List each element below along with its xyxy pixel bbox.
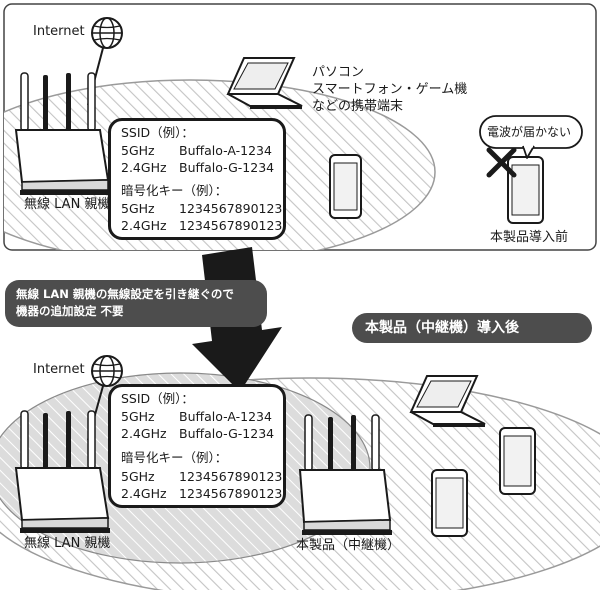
ssid-value: Buffalo-G-1234: [179, 426, 275, 441]
extender-label: 本製品（中継機）: [296, 538, 401, 553]
band-label: 5GHz: [121, 143, 155, 158]
globe-icon: [91, 17, 123, 49]
key-heading: 暗号化キー（例）：: [121, 183, 228, 198]
smartphone-icon: [431, 469, 468, 537]
band-label: 5GHz: [121, 201, 155, 216]
band-label: 2.4GHz: [121, 160, 167, 175]
key-value: 1234567890123: [179, 218, 283, 233]
before-wifi-config-box: SSID（例）： 5GHz Buffalo-A-1234 2.4GHz Buffal…: [108, 118, 286, 240]
key-value: 1234567890123: [179, 486, 283, 501]
transition-note-line: 無線 LAN 親機の無線設定を引き継ぐので: [16, 287, 234, 301]
smartphone-icon: [507, 156, 544, 224]
internet-label: Internet: [33, 362, 85, 377]
band-label: 2.4GHz: [121, 486, 167, 501]
ssid-row: 5GHz Buffalo-A-1234: [121, 143, 272, 159]
key-row: 2.4GHz 1234567890123: [121, 218, 282, 234]
globe-icon: [91, 355, 123, 387]
ssid-row: 2.4GHz Buffalo-G-1234: [121, 160, 274, 176]
device-label-line: などの携帯端末: [312, 99, 404, 114]
ssid-value: Buffalo-A-1234: [179, 143, 272, 158]
ssid-heading: SSID（例）：: [121, 391, 194, 406]
key-heading: 暗号化キー（例）：: [121, 450, 228, 465]
key-value: 1234567890123: [179, 201, 283, 216]
no-signal-x-icon: [486, 147, 517, 178]
router-icon: [14, 72, 110, 195]
scene-caption: 本製品導入前: [490, 230, 569, 245]
band-label: 2.4GHz: [121, 218, 167, 233]
smartphone-icon: [499, 427, 536, 495]
speech-bubble: [479, 115, 583, 159]
ssid-heading: SSID（例）：: [121, 125, 194, 140]
smartphone-icon: [329, 154, 362, 219]
band-label: 5GHz: [121, 469, 155, 484]
band-label: 2.4GHz: [121, 426, 167, 441]
laptop-icon: [409, 375, 486, 427]
ssid-row: 2.4GHz Buffalo-G-1234: [121, 426, 274, 442]
speech-bubble-text: 電波が届かない: [487, 125, 572, 139]
router-icon: [14, 410, 110, 533]
transition-note-line: 機器の追加設定 不要: [16, 304, 124, 318]
ssid-value: Buffalo-G-1234: [179, 160, 275, 175]
key-value: 1234567890123: [179, 469, 283, 484]
transition-note-bg: [5, 280, 267, 327]
device-label-line: パソコン: [312, 65, 365, 80]
band-label: 5GHz: [121, 409, 155, 424]
ssid-value: Buffalo-A-1234: [179, 409, 272, 424]
laptop-icon: [226, 57, 303, 109]
key-row: 2.4GHz 1234567890123: [121, 486, 282, 502]
after-banner-bg: [352, 313, 592, 343]
key-row: 5GHz 1234567890123: [121, 469, 282, 485]
key-row: 5GHz 1234567890123: [121, 201, 282, 217]
after-banner: 本製品（中継機）導入後: [365, 320, 519, 336]
after-wifi-config-box: SSID（例）： 5GHz Buffalo-A-1234 2.4GHz Buffal…: [108, 384, 286, 508]
router-label: 無線 LAN 親機: [24, 536, 111, 551]
extender-icon: [298, 414, 392, 535]
device-label-line: スマートフォン・ゲーム機: [312, 82, 468, 97]
router-label: 無線 LAN 親機: [24, 197, 111, 212]
ssid-row: 5GHz Buffalo-A-1234: [121, 409, 272, 425]
internet-label: Internet: [33, 24, 85, 39]
